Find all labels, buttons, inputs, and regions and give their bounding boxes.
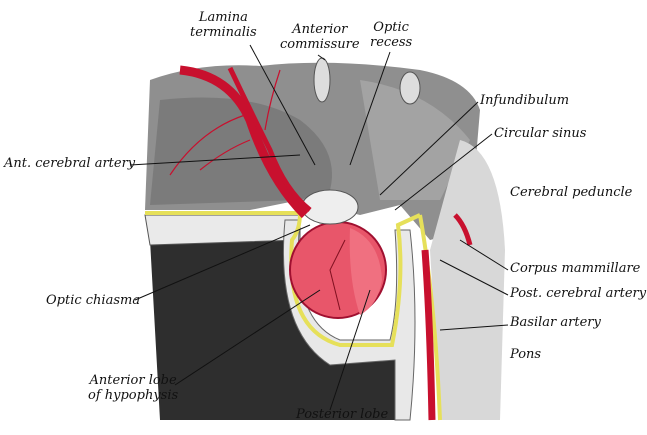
label-circular-sinus: Circular sinus (494, 126, 587, 141)
sphenoid-sinus (150, 235, 400, 420)
label-line: Anterior lobe (89, 373, 177, 388)
cerebral-peduncle (430, 140, 505, 420)
label-corpus-mammillare: Corpus mammillare (510, 261, 641, 276)
label-pons: Pons (510, 347, 542, 362)
label-post-cerebral-artery: Post. cerebral artery (510, 286, 647, 301)
leader-lines (129, 44, 509, 411)
label-optic-chiasma: Optic chiasma (46, 293, 141, 308)
label-line: Anterior (292, 22, 348, 37)
bone (144, 214, 301, 246)
basilar-artery (421, 249, 436, 421)
label-line: recess (370, 35, 413, 50)
label-posterior-lobe: Posterior lobe (296, 407, 389, 422)
label-line: terminalis (190, 25, 257, 40)
optic-chiasma (301, 189, 359, 225)
label-line: Optic (373, 20, 409, 35)
anterior-commissure (313, 57, 331, 103)
label-line: of hypophysis (88, 388, 179, 403)
label-ant-cerebral-artery: Ant. cerebral artery (4, 156, 136, 171)
label-infundibulum: Infundibulum (480, 93, 570, 108)
label-basilar-artery: Basilar artery (510, 315, 601, 330)
label-cerebral-peduncle: Cerebral peduncle (510, 185, 633, 200)
posterior-lobe (349, 228, 382, 315)
anterior-cerebral-artery (179, 65, 309, 219)
label-line: commissure (280, 37, 360, 52)
label-line: Lamina (198, 10, 248, 25)
